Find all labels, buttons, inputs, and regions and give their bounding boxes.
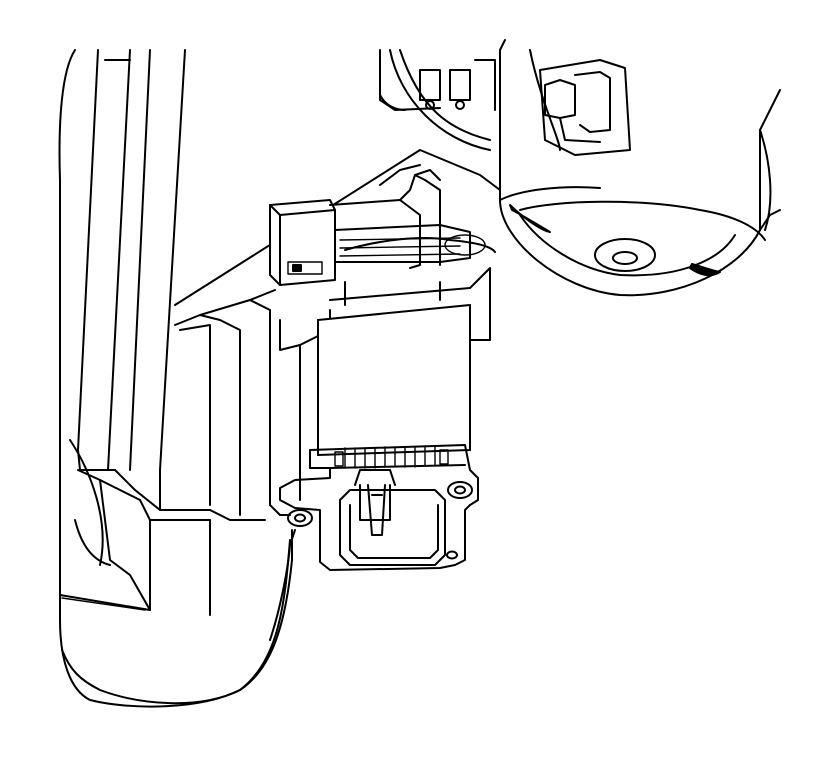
bracket-plate — [174, 149, 501, 516]
round-actuator — [499, 39, 781, 297]
vertical-column — [74, 49, 266, 616]
wire-harness — [61, 539, 291, 705]
upper-connector — [269, 169, 496, 286]
pin-header — [269, 444, 479, 641]
module-body — [317, 267, 491, 456]
rear-cables — [379, 49, 496, 151]
left-housing — [58, 49, 293, 708]
